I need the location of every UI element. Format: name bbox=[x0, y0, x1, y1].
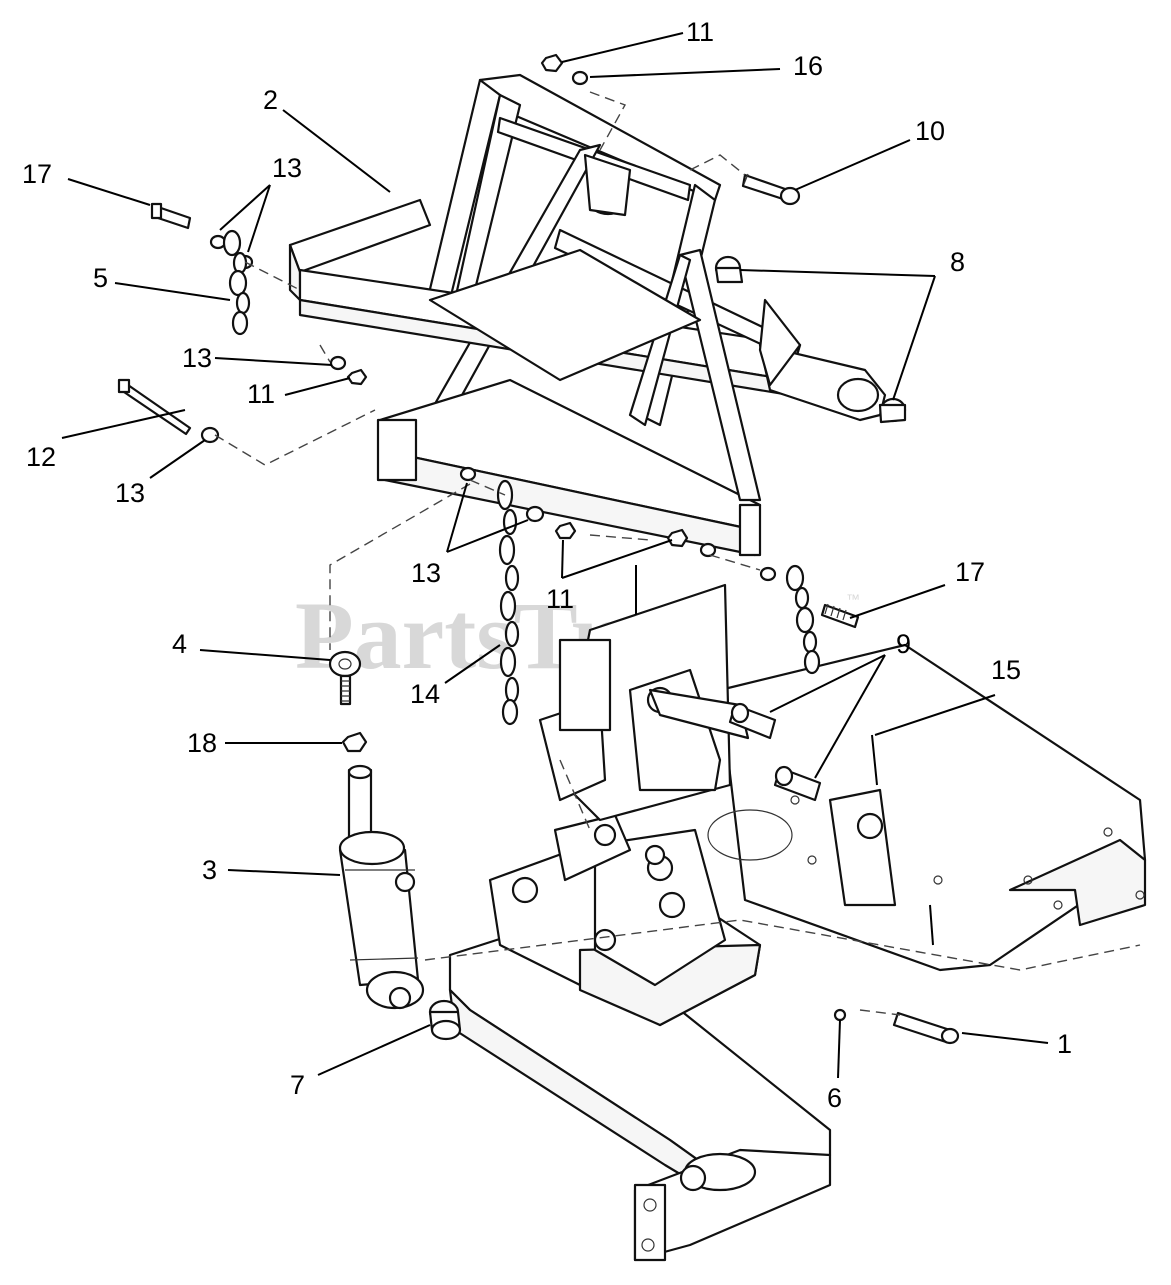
washer-13-g bbox=[699, 542, 717, 558]
nut-11-c bbox=[554, 521, 577, 540]
cotter-pin-15 bbox=[871, 734, 878, 786]
callout-11: 11 bbox=[686, 17, 714, 47]
bolt-12 bbox=[117, 378, 192, 436]
washer-13-e bbox=[459, 466, 477, 482]
washer-13-a bbox=[209, 234, 227, 250]
pin-9-upper bbox=[728, 702, 777, 740]
callout-4: 4 bbox=[172, 629, 187, 659]
callout-12: 12 bbox=[26, 442, 56, 472]
chain-14 bbox=[496, 479, 520, 726]
callout-17: 17 bbox=[22, 159, 52, 189]
watermark-trademark: ™ bbox=[846, 591, 860, 607]
callout-2: 2 bbox=[263, 85, 278, 115]
assembly-lines bbox=[214, 91, 901, 1016]
bolt-17-right bbox=[820, 603, 860, 629]
callout-3: 3 bbox=[202, 855, 217, 885]
callout-13: 13 bbox=[182, 343, 212, 373]
callout-13: 13 bbox=[411, 558, 441, 588]
callout-18: 18 bbox=[187, 728, 217, 758]
washer-13-h bbox=[759, 566, 777, 582]
clip-6 bbox=[833, 1008, 847, 1022]
nut-11-mid bbox=[346, 368, 368, 386]
callout-7: 7 bbox=[290, 1070, 305, 1100]
callout-9: 9 bbox=[896, 629, 911, 659]
lift-frame-part bbox=[288, 73, 887, 557]
callout-11: 11 bbox=[546, 584, 574, 614]
bushing-8-top bbox=[714, 255, 744, 284]
hydraulic-cylinder-3 bbox=[338, 764, 425, 1010]
chain-right bbox=[785, 564, 821, 675]
leader-lines bbox=[61, 32, 1049, 1079]
callout-8: 8 bbox=[950, 247, 965, 277]
callout-14: 14 bbox=[410, 679, 440, 709]
callout-6: 6 bbox=[827, 1083, 842, 1113]
pin-9-lower bbox=[773, 765, 822, 802]
washer-16 bbox=[571, 70, 589, 86]
callout-17: 17 bbox=[955, 557, 985, 587]
callout-13: 13 bbox=[272, 153, 302, 183]
cotter-pin-lower bbox=[929, 904, 934, 946]
washer-13-f bbox=[525, 505, 545, 523]
callout-labels: 11 16 2 10 17 13 8 5 13 11 12 13 13 11 1… bbox=[22, 17, 1072, 1113]
bolt-17-left bbox=[150, 202, 192, 230]
callout-1: 1 bbox=[1057, 1029, 1072, 1059]
base-frame-part bbox=[424, 583, 1147, 1262]
nut-18 bbox=[341, 731, 368, 753]
callout-16: 16 bbox=[793, 51, 823, 81]
washer-13-c bbox=[329, 355, 347, 371]
nut-11-d bbox=[666, 528, 689, 548]
hardware-parts bbox=[117, 53, 960, 1045]
chain-5 bbox=[222, 229, 251, 336]
nut-11-top bbox=[540, 53, 564, 73]
bushing-7 bbox=[428, 999, 462, 1041]
washer-13-d bbox=[200, 426, 220, 444]
bushing-8-bottom bbox=[878, 397, 907, 424]
callout-13: 13 bbox=[115, 478, 145, 508]
callout-5: 5 bbox=[93, 263, 108, 293]
pin-1 bbox=[892, 1011, 960, 1045]
pin-10 bbox=[741, 173, 801, 206]
callout-10: 10 bbox=[915, 116, 945, 146]
rod-end-4 bbox=[328, 650, 362, 706]
callout-15: 15 bbox=[991, 655, 1021, 685]
callout-11: 11 bbox=[247, 379, 275, 409]
